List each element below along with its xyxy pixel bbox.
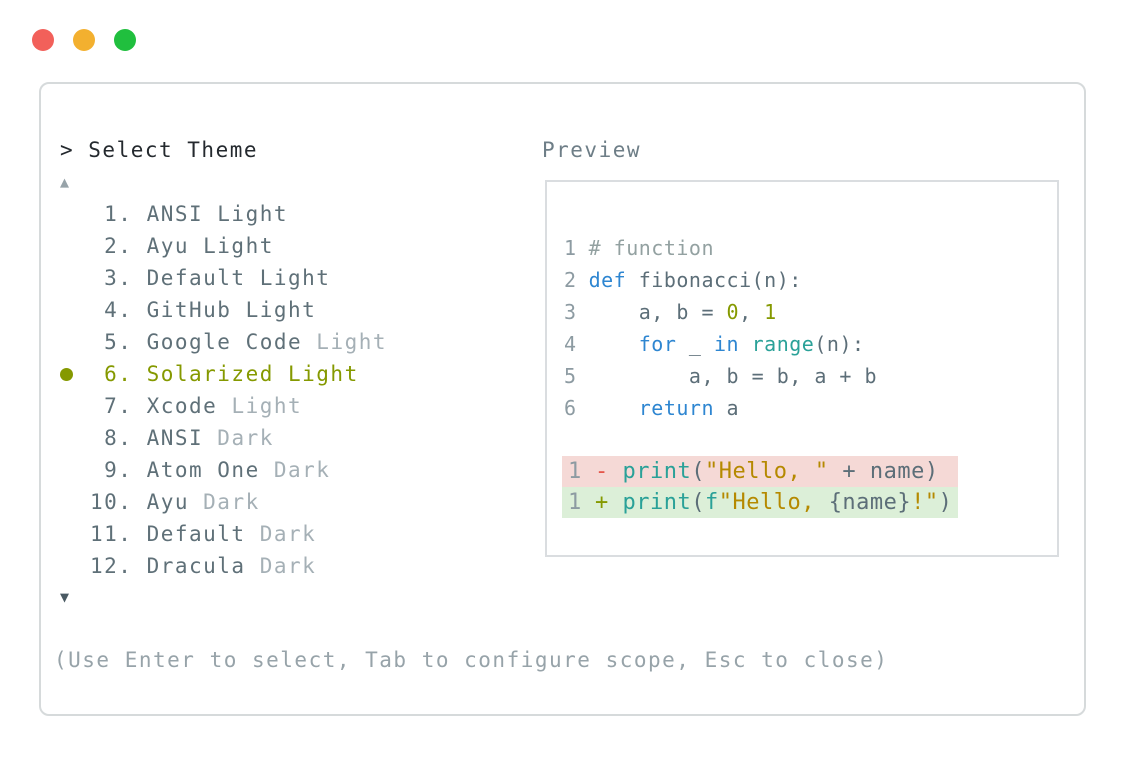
code-token-keyword: def xyxy=(588,268,627,292)
code-token-string: !" xyxy=(911,490,939,515)
theme-item-label: 7. Xcode xyxy=(90,394,218,418)
scroll-up-icon[interactable]: ▲ xyxy=(60,173,70,191)
code-token-number: 1 xyxy=(764,300,777,324)
theme-list-item-selected[interactable]: 6. Solarized Light xyxy=(41,358,541,390)
preview-label: Preview xyxy=(542,138,642,162)
theme-list: 1. ANSI Light 2. Ayu Light 3. Default Li… xyxy=(41,198,541,582)
code-token-plain xyxy=(609,459,623,484)
footer-hint: (Use Enter to select, Tab to configure s… xyxy=(54,648,889,672)
code-token-string: "Hello, xyxy=(718,490,829,515)
code-token-keyword: in xyxy=(714,332,740,356)
line-number: 3 xyxy=(564,300,577,324)
theme-list-item[interactable]: 3. Default Light xyxy=(41,262,541,294)
theme-item-variant: Dark xyxy=(245,554,317,578)
code-line: 1 # function xyxy=(564,232,877,264)
code-token-plain: ( xyxy=(691,490,705,515)
theme-item-label: 9. Atom One xyxy=(90,458,260,482)
code-token-function: print xyxy=(622,459,692,484)
theme-item-variant: Dark xyxy=(203,426,274,450)
code-token-function: print xyxy=(622,490,692,515)
code-token-number: 0 xyxy=(726,300,740,324)
code-line: 4 for _ in range(n): xyxy=(564,328,877,360)
code-token-plus: + xyxy=(594,490,609,515)
code-token-plain: ( xyxy=(691,459,705,484)
theme-item-label: 12. Dracula xyxy=(90,554,246,578)
code-token-plain: + name xyxy=(828,459,925,484)
code-token-plain xyxy=(589,332,639,356)
code-line: 3 a, b = 0, 1 xyxy=(564,296,877,328)
code-block: 1 # function 2 def fibonacci(n): 3 a, b = 0,… xyxy=(564,232,877,424)
theme-list-item[interactable]: 1. ANSI Light xyxy=(41,198,541,230)
code-token-function: range xyxy=(751,332,815,356)
line-number: 5 xyxy=(564,364,577,388)
scroll-down-icon[interactable]: ▼ xyxy=(60,588,70,606)
code-token-plain xyxy=(739,332,752,356)
theme-list-item[interactable]: 2. Ayu Light xyxy=(41,230,541,262)
theme-item-label: 8. ANSI xyxy=(90,426,204,450)
code-token-plain: , xyxy=(739,300,765,324)
diff-line-removed: 1- print("Hello, " + name) xyxy=(562,456,959,487)
theme-item-label: 6. Solarized Light xyxy=(90,362,359,386)
theme-item-label: 4. GitHub Light xyxy=(90,298,317,322)
close-button[interactable] xyxy=(32,29,54,51)
theme-item-label: 11. Default xyxy=(90,522,246,546)
theme-list-item[interactable]: 12. Dracula Dark xyxy=(41,550,541,582)
line-number: 4 xyxy=(564,332,577,356)
code-line: 5 a, b = b, a + b xyxy=(564,360,877,392)
code-token-plain xyxy=(589,396,639,420)
theme-item-variant: Light xyxy=(302,330,388,354)
theme-selector-panel: > Select Theme Preview ▲ 1. ANSI Light 2… xyxy=(39,82,1086,716)
window-controls xyxy=(32,29,136,51)
code-token-plain: ) xyxy=(938,490,953,515)
code-token-keyword: for xyxy=(638,332,677,356)
code-token-plain: (n): xyxy=(814,332,865,356)
theme-list-item[interactable]: 9. Atom One Dark xyxy=(41,454,541,486)
diff-line-number: 1 xyxy=(568,490,582,515)
diff-line-added: 1 + print(f"Hello, {name}!") xyxy=(562,487,959,518)
line-number: 1 xyxy=(564,236,577,260)
prompt-text: > Select Theme xyxy=(60,138,259,162)
theme-list-item[interactable]: 4. GitHub Light xyxy=(41,294,541,326)
theme-item-variant: Dark xyxy=(259,458,331,482)
code-token-plain: fibonacci(n): xyxy=(626,268,802,292)
code-token-plain: _ xyxy=(676,332,714,356)
minimize-button[interactable] xyxy=(73,29,95,51)
code-token-plain xyxy=(609,490,623,515)
theme-list-item[interactable]: 7. Xcode Light xyxy=(41,390,541,422)
theme-item-label: 1. ANSI Light xyxy=(90,202,289,226)
theme-item-variant: Dark xyxy=(245,522,317,546)
theme-item-label: 10. Ayu xyxy=(90,490,190,514)
code-line: 6 return a xyxy=(564,392,877,424)
selected-bullet-icon xyxy=(60,368,73,381)
code-token-plain: a, b = b, a + b xyxy=(588,364,878,388)
diff-block: 1- print("Hello, " + name)1+ print(f"Hel… xyxy=(562,456,959,518)
theme-item-variant: Dark xyxy=(189,490,260,514)
code-token-keyword: return xyxy=(638,396,714,420)
code-token-plain: {name} xyxy=(828,490,912,515)
theme-item-label: 2. Ayu Light xyxy=(90,234,274,258)
code-line: 2 def fibonacci(n): xyxy=(564,264,877,296)
theme-list-item[interactable]: 11. Default Dark xyxy=(41,518,541,550)
diff-line-number: 1 xyxy=(568,459,582,484)
code-token-string: "Hello, " xyxy=(704,459,829,484)
theme-item-label: 3. Default Light xyxy=(90,266,331,290)
line-number: 6 xyxy=(564,396,577,420)
code-token-plain: a, b = xyxy=(588,300,727,324)
code-token-plain: a xyxy=(714,396,740,420)
theme-item-variant: Light xyxy=(217,394,303,418)
theme-item-label: 5. Google Code xyxy=(90,330,303,354)
code-token-comment: # function xyxy=(588,236,714,260)
code-token-function: f xyxy=(704,490,719,515)
zoom-button[interactable] xyxy=(114,29,136,51)
theme-list-item[interactable]: 10. Ayu Dark xyxy=(41,486,541,518)
code-token-minus: - xyxy=(594,459,609,484)
theme-list-item[interactable]: 5. Google Code Light xyxy=(41,326,541,358)
preview-box: 1 # function 2 def fibonacci(n): 3 a, b = 0,… xyxy=(545,180,1059,557)
line-number: 2 xyxy=(564,268,577,292)
theme-list-item[interactable]: 8. ANSI Dark xyxy=(41,422,541,454)
code-token-plain: ) xyxy=(924,459,939,484)
